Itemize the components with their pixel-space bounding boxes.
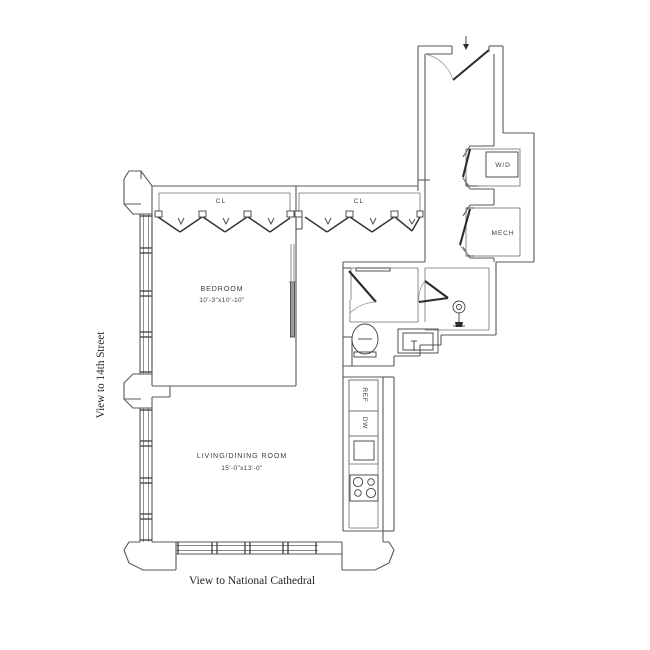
view-caption-bottom: View to National Cathedral [189,575,315,587]
range-cooktop [349,474,379,502]
mechanical-room [458,207,521,257]
kitchen-sink [348,435,379,465]
view-caption-left: View to 14th Street [95,331,107,419]
window-bedroom-west [139,214,153,374]
refrigerator-label: REF [361,387,368,402]
entry-arrow-icon [463,36,469,50]
dishwasher-label: DW [361,417,368,429]
bay-corner-bottom-left [123,541,177,571]
bay-corner-top-left [123,170,296,215]
washer-dryer-label: W/D [495,162,511,169]
bathroom-walls [342,261,497,377]
closet-right-label: CL [354,198,364,205]
vanity-sink [397,328,439,354]
closet-left-label: CL [216,198,226,205]
mechanical-label: MECH [491,230,514,237]
bay-corner-bottom-right [318,530,395,571]
window-living-west [139,408,153,542]
closet-door-right[interactable] [294,210,424,233]
closet-door-left[interactable] [154,210,295,233]
shower-door[interactable] [418,280,449,304]
shower-head-fixture [452,300,466,327]
window-living-south [176,541,318,555]
living-dining-label: LIVING/DINING ROOM [197,452,287,460]
washer-dryer-room [461,148,521,187]
toilet-fixture [351,323,379,358]
interior-partitions [151,186,421,387]
entry-door[interactable] [424,46,490,81]
bedroom-sliding-door[interactable] [289,244,296,338]
living-dining-dimensions: 15'-0"x13'-0" [221,465,263,472]
bay-corner-mid-left [123,373,171,409]
bedroom-label: BEDROOM [201,285,244,293]
bathroom-door[interactable] [348,267,391,314]
bedroom-dimensions: 10'-3"x10'-10" [199,297,245,304]
